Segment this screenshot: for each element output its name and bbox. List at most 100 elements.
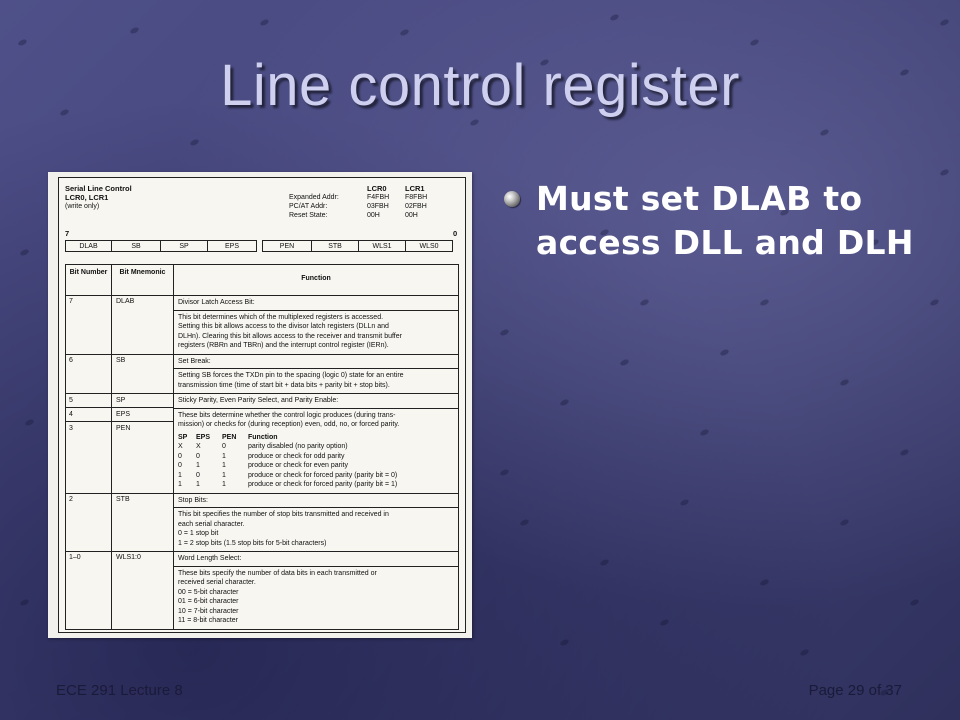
- function-heading: Stop Bits:: [178, 496, 208, 504]
- register-figure: Serial Line Control LCR0, LCR1 (write on…: [48, 172, 472, 638]
- function-text: 00 = 5-bit character: [178, 588, 239, 596]
- header-function: Function: [301, 275, 331, 282]
- parity-cell: X: [196, 443, 201, 450]
- function-text: 0 = 1 stop bit: [178, 530, 219, 537]
- bit-mnemonic: DLAB: [112, 296, 174, 354]
- parity-cell: produce or check for odd parity: [248, 452, 345, 460]
- addr-label: Reset State:: [289, 212, 328, 219]
- bit-mnemonic: SB: [112, 354, 174, 393]
- background-dot: [519, 518, 530, 527]
- bit-field-row: DLAB SB SP EPS PEN STB WLS1 WLS0: [65, 240, 459, 252]
- slide-title: Line control register: [220, 53, 740, 118]
- lcr1-value: 02FBH: [405, 203, 427, 210]
- function-heading: Divisor Latch Access Bit:: [178, 299, 255, 306]
- background-dot: [559, 398, 570, 407]
- table-row: 6 SB Set Break: Setting SB forces the TX…: [66, 353, 458, 394]
- parity-cell: 1: [178, 471, 182, 479]
- background-dot: [399, 28, 410, 37]
- background-dot: [719, 348, 730, 357]
- function-text: These bits determine whether the control…: [178, 411, 396, 419]
- background-dot: [19, 248, 30, 257]
- background-dot: [189, 138, 200, 147]
- background-dot: [619, 358, 630, 367]
- background-dot: [839, 518, 850, 527]
- register-mode: (write only): [65, 203, 100, 210]
- bit-number: 1–0: [66, 552, 112, 629]
- background-dot: [639, 298, 650, 307]
- table-row: 5 4 3 SP EPS PEN Sticky Parity, Even Par…: [66, 393, 458, 493]
- background-dot: [499, 328, 510, 337]
- parity-cell: produce or check for forced parity (pari…: [248, 471, 398, 479]
- parity-col-sp: SP: [178, 433, 188, 441]
- bit-mnemonic: SP: [116, 397, 126, 404]
- register-diagram: Serial Line Control LCR0, LCR1 (write on…: [58, 177, 466, 633]
- function-text: 1 = 2 stop bits (1.5 stop bits for 5-bit…: [178, 539, 327, 547]
- background-dot: [759, 298, 770, 307]
- parity-cell: 1: [222, 471, 226, 479]
- background-dot: [259, 18, 270, 27]
- function-cell: Divisor Latch Access Bit: This bit deter…: [174, 296, 458, 354]
- footer-lecture: ECE 291 Lecture 8: [56, 682, 183, 699]
- table-row: 7 DLAB Divisor Latch Access Bit: This bi…: [66, 295, 458, 354]
- background-dot: [19, 598, 30, 607]
- table-row: 2 STB Stop Bits: This bit specifies the …: [66, 492, 458, 552]
- parity-cell: 1: [222, 481, 226, 488]
- function-text: each serial character.: [178, 520, 245, 528]
- function-cell: Set Break: Setting SB forces the TXDn pi…: [174, 355, 458, 394]
- function-heading: Sticky Parity, Even Parity Select, and P…: [178, 397, 339, 404]
- function-heading: Set Break:: [178, 357, 211, 365]
- parity-cell: 1: [196, 481, 200, 488]
- parity-row: 1 0 1 produce or check for forced parity (p…: [178, 471, 454, 481]
- parity-table-header: SP EPS PEN Function: [178, 433, 454, 443]
- bit-number: 3: [66, 421, 111, 436]
- bit-number: 7: [66, 296, 112, 354]
- bit-field: SP: [160, 240, 208, 252]
- bit-high-index: 7: [65, 229, 70, 238]
- function-cell: Word Length Select: These bits specify t…: [174, 552, 458, 629]
- background-dot: [839, 378, 850, 387]
- parity-cell: 0: [178, 462, 182, 469]
- bit-number-group: 5 4 3: [66, 394, 112, 493]
- function-text: 11 = 8-bit character: [178, 617, 238, 624]
- background-dot: [939, 18, 950, 27]
- table-row: 1–0 WLS1:0 Word Length Select: These bit…: [66, 551, 458, 629]
- table-header: Bit Number Bit Mnemonic Function: [66, 265, 458, 295]
- bullet-text: Must set DLAB to access DLL and DLH: [536, 179, 914, 262]
- bit-number: 4: [66, 407, 111, 421]
- lcr0-value: 00H: [367, 212, 380, 219]
- background-dot: [819, 128, 830, 137]
- parity-col-eps: EPS: [196, 433, 211, 441]
- parity-col-function: Function: [248, 433, 278, 441]
- bit-field: SB: [111, 240, 161, 252]
- parity-cell: 1: [196, 462, 200, 469]
- lcr0-value: 03FBH: [367, 203, 389, 210]
- background-dot: [499, 468, 510, 477]
- bit-mnemonic: WLS1:0: [112, 552, 174, 629]
- bit-number: 6: [66, 354, 112, 393]
- col-lcr1-header: LCR1: [405, 184, 425, 193]
- parity-cell: 0: [196, 471, 200, 479]
- function-text: transmission time (time of start bit + d…: [178, 381, 390, 389]
- lcr1-value: F8FBH: [405, 194, 428, 201]
- parity-cell: produce or check for even parity: [248, 462, 348, 469]
- bit-function-table: Bit Number Bit Mnemonic Function 7 DLAB …: [65, 264, 459, 630]
- background-dot: [929, 298, 940, 307]
- parity-cell: 0: [196, 452, 200, 460]
- function-text: 10 = 7-bit character: [178, 607, 239, 615]
- bit-mnemonic: PEN: [112, 421, 173, 436]
- parity-cell: 0: [222, 443, 226, 450]
- function-cell: Stop Bits: This bit specifies the number…: [174, 494, 458, 552]
- register-title: Serial Line Control: [65, 184, 132, 193]
- function-text: DLHn). Clearing this bit allows access t…: [178, 332, 402, 340]
- parity-col-pen: PEN: [222, 433, 237, 441]
- bit-number: 5: [69, 397, 73, 404]
- background-dot: [759, 578, 770, 587]
- bit-mnemonic: STB: [112, 493, 174, 551]
- header-bit-number: Bit Number: [66, 265, 112, 295]
- bit-field: EPS: [207, 240, 257, 252]
